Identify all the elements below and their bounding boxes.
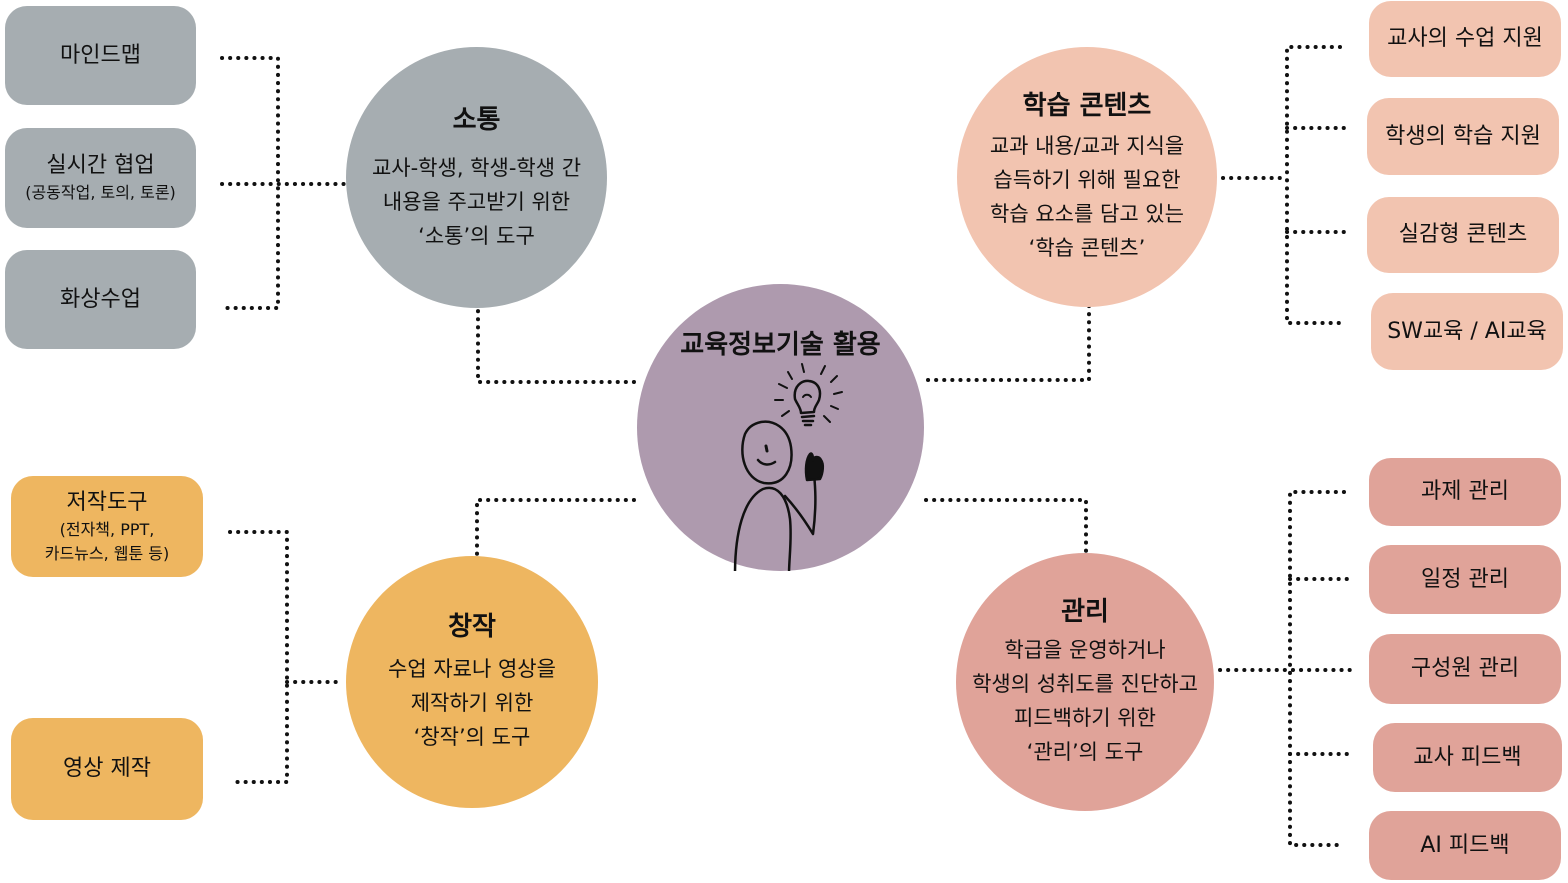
item-label: 교사의 수업 지원 [1387, 26, 1543, 51]
item-video-class: 화상수업 [5, 250, 196, 349]
item-ai-feedback: AI 피드백 [1369, 811, 1561, 880]
category-content: 학습 콘텐츠 교과 내용/교과 지식을 습득하기 위해 필요한 학습 요소를 담… [957, 47, 1217, 307]
item-label: 영상 제작 [63, 756, 151, 781]
item-label: 저작도구 [66, 489, 148, 515]
desc-line: ‘창작’의 도구 [413, 725, 531, 749]
item-mindmap: 마인드맵 [5, 6, 196, 105]
category-title: 창작 [448, 612, 496, 642]
item-immersive-content: 실감형 콘텐츠 [1367, 197, 1559, 273]
item-assignment-mgmt: 과제 관리 [1369, 458, 1561, 526]
desc-line: 내용을 주고받기 위한 [382, 189, 571, 214]
item-sublabel: (공동작업, 토의, 토론) [25, 183, 176, 202]
category-title: 관리 [1061, 597, 1109, 627]
item-label: AI 피드백 [1420, 832, 1510, 858]
item-student-support: 학생의 학습 지원 [1367, 98, 1559, 175]
category-creation: 창작 수업 자료나 영상을 제작하기 위한 ‘창작’의 도구 [346, 556, 598, 808]
item-label: SW교육 / AI교육 [1387, 318, 1547, 344]
center-title: 교육정보기술 활용 [680, 330, 881, 360]
item-realtime-collab: 실시간 협업 (공동작업, 토의, 토론) [5, 128, 196, 228]
item-sublabel: (전자책, PPT, [59, 519, 155, 539]
item-video-production: 영상 제작 [11, 718, 203, 820]
item-schedule-mgmt: 일정 관리 [1369, 545, 1561, 614]
desc-line: 학생의 성취도를 진단하고 [972, 672, 1198, 696]
item-label: 실시간 협업 [46, 153, 155, 178]
category-title: 학습 콘텐츠 [1022, 91, 1152, 121]
item-authoring-tool: 저작도구 (전자책, PPT, 카드뉴스, 웹툰 등) [11, 476, 203, 577]
desc-line: 수업 자료나 영상을 [388, 657, 556, 681]
item-sublabel: 카드뉴스, 웹툰 등) [44, 543, 170, 563]
item-sw-ai-education: SW교육 / AI교육 [1371, 293, 1563, 370]
desc-line: ‘학습 콘텐츠’ [1028, 236, 1146, 260]
category-communication: 소통 교사-학생, 학생-학생 간 내용을 주고받기 위한 ‘소통’의 도구 [346, 47, 607, 308]
item-teacher-support: 교사의 수업 지원 [1369, 1, 1561, 77]
desc-line: 습득하기 위해 필요한 [993, 168, 1181, 192]
category-title: 소통 [452, 104, 501, 135]
item-label: 화상수업 [60, 286, 141, 312]
desc-line: 피드백하기 위한 [1014, 706, 1156, 730]
item-member-mgmt: 구성원 관리 [1369, 634, 1561, 704]
desc-line: 학급을 운영하거나 [1004, 638, 1166, 662]
item-label: 실감형 콘텐츠 [1398, 222, 1528, 247]
item-label: 교사 피드백 [1413, 744, 1522, 770]
item-label: 과제 관리 [1421, 479, 1509, 504]
item-label: 구성원 관리 [1410, 656, 1520, 681]
item-label: 마인드맵 [60, 42, 141, 68]
desc-line: ‘관리’의 도구 [1026, 740, 1144, 764]
desc-line: 학습 요소를 담고 있는 [990, 202, 1184, 226]
desc-line: 제작하기 위한 [410, 691, 534, 715]
person-lightbulb-icon [733, 363, 843, 571]
desc-line: 교사-학생, 학생-학생 간 [371, 155, 582, 180]
category-management: 관리 학급을 운영하거나 학생의 성취도를 진단하고 피드백하기 위한 ‘관리’… [956, 553, 1214, 811]
desc-line: 교과 내용/교과 지식을 [989, 134, 1185, 158]
item-label: 일정 관리 [1421, 566, 1509, 592]
desc-line: ‘소통’의 도구 [418, 223, 535, 248]
item-teacher-feedback: 교사 피드백 [1373, 723, 1562, 792]
center-hub: 교육정보기술 활용 [637, 284, 924, 571]
item-label: 학생의 학습 지원 [1385, 123, 1541, 149]
